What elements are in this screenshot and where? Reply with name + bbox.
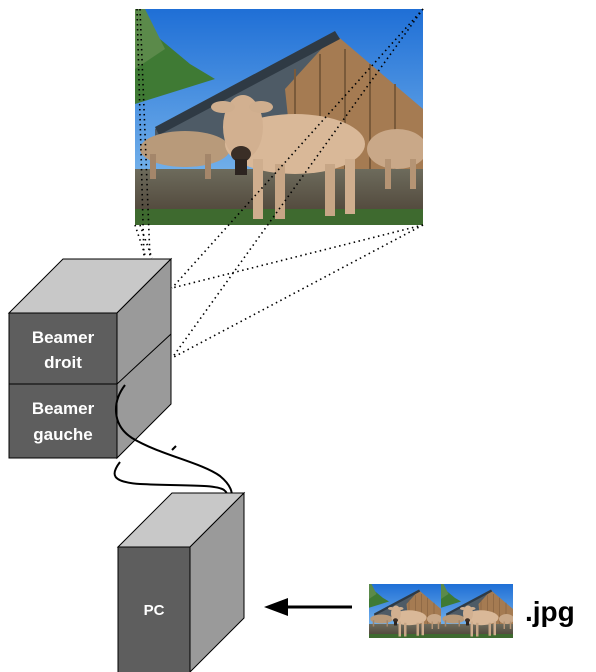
- jpg-thumbnail-2: [441, 584, 513, 638]
- beamer-left-label-line1: Beamer: [32, 399, 95, 418]
- file-extension-label: .jpg: [525, 596, 575, 627]
- pc-box-front: [117, 546, 191, 672]
- beamer-stack: [7, 257, 173, 460]
- pc-box: [116, 491, 246, 672]
- jpg-thumbnail-1: [369, 584, 441, 638]
- projected-cow-photo: [135, 9, 423, 225]
- beamer-left-label-line2: gauche: [33, 425, 93, 444]
- beamer-right-front: [8, 312, 118, 385]
- beamer-right-label-line2: droit: [44, 353, 82, 372]
- beamer-left-front: [8, 383, 118, 459]
- pc-label: PC: [144, 602, 165, 619]
- beamer-right-label-line1: Beamer: [32, 328, 95, 347]
- arrow-left-icon: [264, 598, 352, 616]
- projection-lines: [134, 8, 424, 359]
